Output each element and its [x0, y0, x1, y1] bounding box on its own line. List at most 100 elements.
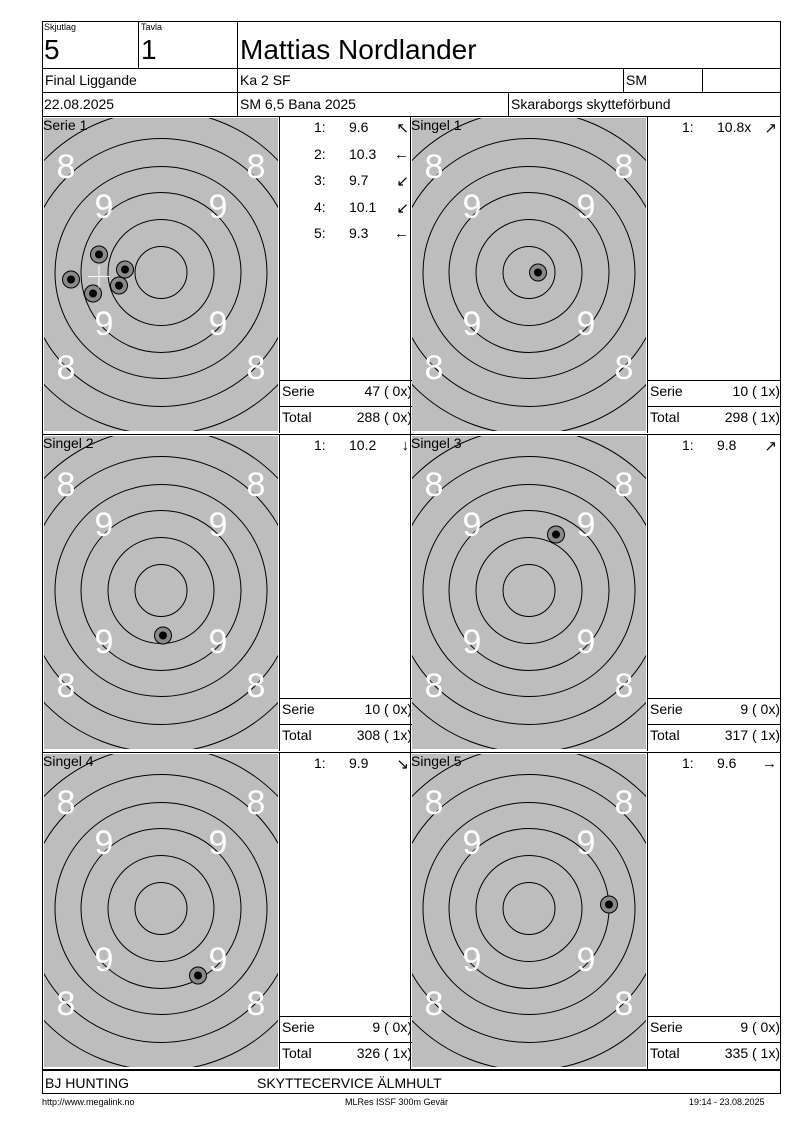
- total-label: Total: [282, 1045, 312, 1061]
- ring-number: 9: [209, 506, 228, 544]
- shot-hole: [116, 260, 134, 279]
- skjutlag-label: Skjutlag: [44, 22, 77, 32]
- shot-number: 1:: [314, 755, 326, 771]
- ring-number: 8: [57, 784, 76, 822]
- shot-hole-center: [115, 281, 123, 290]
- shot-hole-center: [67, 275, 75, 284]
- ring-number: 8: [57, 466, 76, 504]
- total-row: Total 317 ( 1x): [648, 727, 780, 747]
- ring-9: [80, 828, 242, 989]
- software-name: MLRes ISSF 300m Gevär: [345, 1097, 449, 1107]
- shot-row: 1:10.8x↗: [648, 119, 781, 139]
- shot-direction-icon: ↘: [396, 756, 409, 773]
- ring-number: 9: [463, 824, 482, 862]
- shot-direction-icon: ←: [394, 145, 409, 163]
- shot-direction-icon: ↖: [396, 120, 409, 137]
- ring-number: 9: [463, 506, 482, 544]
- divider: [280, 1016, 413, 1017]
- divider: [648, 406, 781, 407]
- class-name: Ka 2 SF: [240, 72, 291, 88]
- serie-row: Serie 10 ( 0x): [280, 701, 412, 721]
- divider: [623, 68, 624, 92]
- divider: [410, 117, 411, 1069]
- serie-value: 10 ( 0x): [364, 701, 412, 717]
- ring-10: [134, 882, 188, 935]
- serie-value: 9 ( 0x): [372, 1019, 412, 1035]
- total-label: Total: [650, 727, 680, 743]
- ring-number: 8: [425, 985, 444, 1023]
- ring-10: [134, 564, 188, 617]
- event-name: SM 6,5 Bana 2025: [240, 96, 356, 112]
- total-label: Total: [650, 1045, 680, 1061]
- ring-10: [134, 246, 188, 299]
- shot-hole: [529, 263, 547, 282]
- serie-value: 10 ( 1x): [732, 383, 780, 399]
- divider: [42, 1070, 411, 1071]
- total-row: Total 308 ( 1x): [280, 727, 412, 747]
- ring-9-inner: [475, 537, 583, 644]
- divider: [42, 1069, 780, 1070]
- ring-number: 8: [615, 349, 634, 387]
- frame-right: [780, 21, 781, 1093]
- divider: [42, 68, 780, 69]
- shot-number: 3:: [314, 172, 326, 188]
- total-label: Total: [282, 409, 312, 425]
- ring-8: [54, 166, 268, 379]
- ring-10: [502, 246, 556, 299]
- shot-number: 2:: [314, 145, 326, 162]
- ring-number: 8: [247, 784, 266, 822]
- ring-number: 8: [425, 784, 444, 822]
- serie-label: Serie: [650, 383, 683, 399]
- ring-10: [502, 564, 556, 617]
- total-value: 308 ( 1x): [356, 727, 412, 743]
- ring-number: 8: [57, 148, 76, 186]
- ring-6: [44, 754, 278, 1067]
- serie-label: Serie: [282, 701, 315, 717]
- ring-number: 8: [615, 667, 634, 705]
- ring-9-inner: [475, 855, 583, 962]
- ring-8: [422, 166, 636, 379]
- shot-hole-center: [89, 289, 97, 298]
- divider: [280, 380, 413, 381]
- ring-number: 8: [615, 985, 634, 1023]
- website-link[interactable]: http://www.megalink.no: [42, 1097, 135, 1107]
- divider: [42, 92, 780, 93]
- shot-direction-icon: ↗: [764, 120, 777, 137]
- ring-number: 8: [425, 466, 444, 504]
- ring-number: 8: [247, 148, 266, 186]
- ring-9-inner: [107, 855, 215, 962]
- ring-6: [412, 118, 646, 431]
- sponsor-center: SKYTTECERVICE ÄLMHULT: [257, 1075, 442, 1091]
- shot-hole: [600, 895, 618, 914]
- total-label: Total: [282, 727, 312, 743]
- divider: [280, 698, 413, 699]
- divider: [279, 435, 280, 751]
- ring-number: 8: [57, 985, 76, 1023]
- shot-value: 10.1: [349, 198, 377, 215]
- divider: [410, 752, 781, 753]
- frame-bottom: [42, 1093, 781, 1094]
- shot-direction-icon: ↓: [401, 437, 410, 454]
- shot-row: 2:10.3←: [280, 146, 413, 166]
- total-value: 317 ( 1x): [724, 727, 780, 743]
- ring-number: 9: [95, 506, 114, 544]
- shot-direction-icon: ↗: [764, 438, 777, 455]
- divider: [647, 435, 648, 751]
- ring-number: 9: [463, 941, 482, 979]
- series-title: Singel 4: [43, 753, 94, 769]
- shot-hole-center: [552, 530, 560, 539]
- shot-value: 9.8: [717, 437, 737, 453]
- ring-number: 8: [425, 349, 444, 387]
- shot-value: 10.2: [349, 437, 377, 453]
- shot-value: 9.7: [349, 172, 369, 188]
- series-title: Singel 3: [411, 435, 462, 451]
